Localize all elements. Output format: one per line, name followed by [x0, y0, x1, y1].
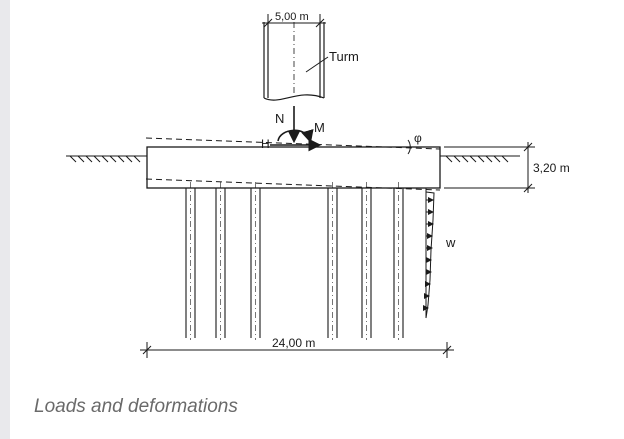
tower-width-label: 5,00 m — [275, 11, 309, 23]
tower — [263, 22, 325, 101]
left-accent-bar — [0, 0, 10, 439]
rotation-label: φ — [414, 131, 422, 145]
pile — [393, 182, 404, 340]
normal-force-label: N — [275, 111, 284, 126]
pile — [327, 182, 338, 340]
foundation-slab — [146, 146, 441, 189]
tower-label: Turm — [329, 49, 359, 64]
ground-left — [66, 155, 147, 163]
figure-caption: Loads and deformations — [34, 396, 238, 417]
tower-width-dimension — [262, 14, 326, 28]
tower-leader-line — [305, 56, 329, 73]
total-width-dimension — [140, 342, 454, 358]
moment-arrow — [277, 129, 314, 144]
pile — [185, 182, 196, 340]
soil-reaction-distribution — [423, 188, 435, 319]
horizontal-force-label: H — [261, 137, 270, 151]
soil-reaction-label: w — [445, 235, 456, 250]
pile — [250, 182, 261, 340]
ground-right — [440, 155, 520, 163]
slab-height-label: 3,20 m — [533, 161, 570, 175]
pile — [361, 182, 372, 340]
piles — [185, 182, 404, 340]
deformed-slab-outline — [145, 137, 441, 191]
rotation-indicator — [396, 139, 418, 155]
foundation-diagram: 5,00 m Turm N M H — [66, 11, 570, 358]
slab-height-dimension — [444, 142, 535, 193]
pile — [215, 182, 226, 340]
total-width-label: 24,00 m — [272, 336, 315, 350]
moment-label: M — [314, 120, 325, 135]
